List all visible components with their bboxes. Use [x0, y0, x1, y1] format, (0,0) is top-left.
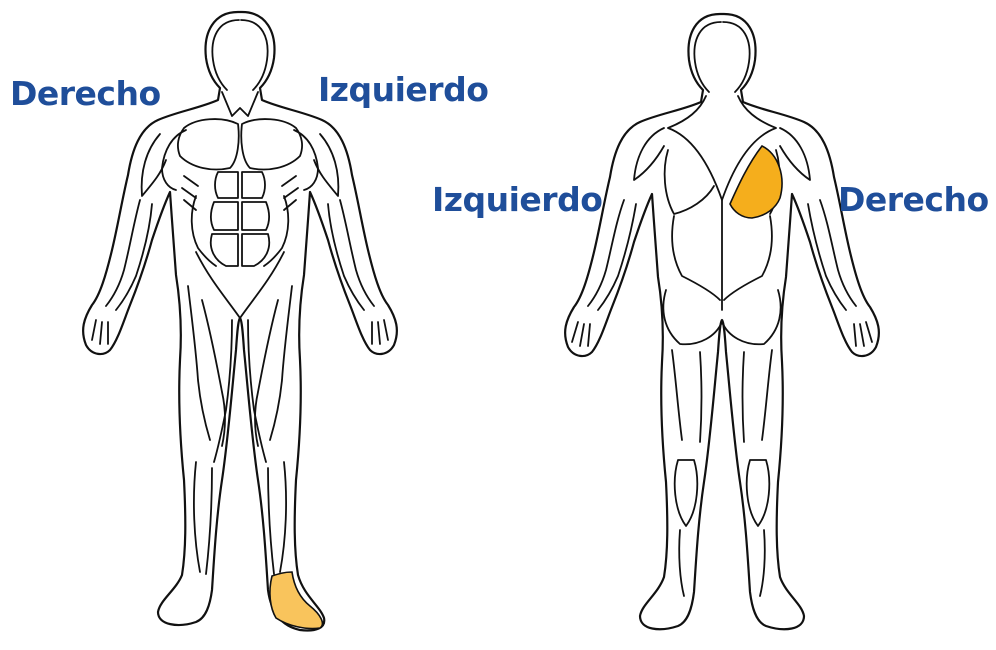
back-right-side-label: Derecho: [838, 180, 989, 219]
front-left-side-label: Izquierdo: [318, 70, 488, 109]
front-right-side-label: Derecho: [10, 74, 161, 113]
back-left-side-label: Izquierdo: [432, 180, 602, 219]
